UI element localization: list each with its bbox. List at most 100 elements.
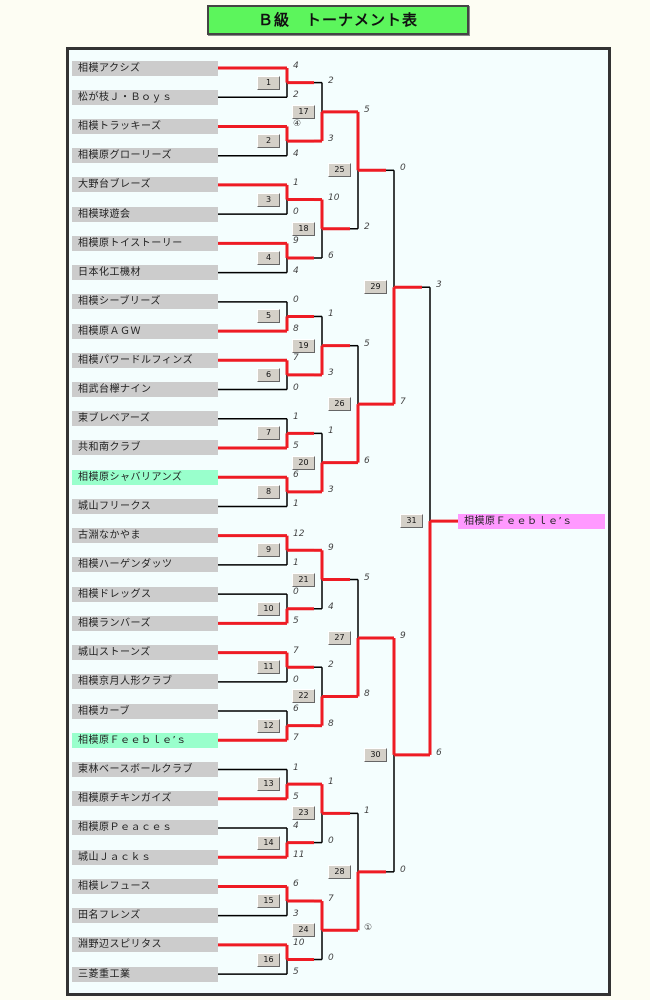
match-number-button[interactable]: 24 [292,923,315,938]
match-number-button[interactable]: 9 [257,543,280,558]
score: 0 [400,864,406,875]
match-number-button[interactable]: 1 [257,75,280,90]
match-number-button[interactable]: 16 [257,952,280,967]
match-number-button[interactable]: 11 [257,660,280,675]
match-number-button[interactable]: 6 [257,367,280,382]
score: 7 [328,894,334,905]
score: 0 [328,952,334,963]
match-number-button[interactable]: 15 [257,894,280,909]
champion-label: 相模原Ｆｅｅｂｌｅ’ｓ [458,513,605,529]
score: 12 [293,528,305,539]
score: 5 [364,572,370,583]
score: 5 [364,104,370,115]
team-label: 大野台ブレーズ [72,177,218,193]
match-number-button[interactable]: 27 [328,630,351,645]
team-label: 相模原Ｆｅｅｂｌｅ’ｓ [72,732,218,748]
match-number-button[interactable]: 30 [364,747,387,762]
team-label: 城山フリークス [72,498,218,514]
team-label: 相模トラッキーズ [72,118,218,134]
score: 5 [293,791,299,802]
score: 6 [293,879,299,890]
score: 6 [293,704,299,715]
match-number-button[interactable]: 2 [257,134,280,149]
team-label: 相模シーブリーズ [72,294,218,310]
match-number-button[interactable]: 23 [292,806,315,821]
team-label: 相模ドレッグス [72,586,218,602]
score: 1 [293,177,299,188]
match-number-button[interactable]: 28 [328,864,351,879]
score: 5 [293,967,299,978]
score: 5 [293,440,299,451]
team-label: 相模カーブ [72,703,218,719]
team-label: 東林ベースボールクラブ [72,762,218,778]
match-number-button[interactable]: 19 [292,338,315,353]
match-number-button[interactable]: 29 [364,280,387,295]
score: 0 [293,382,299,393]
score: 1 [293,499,299,510]
score: 0 [293,674,299,685]
team-label: 相模原グローリーズ [72,148,218,164]
score: 7 [293,645,299,656]
score: 2 [364,221,370,232]
match-number-button[interactable]: 21 [292,572,315,587]
match-number-button[interactable]: 22 [292,689,315,704]
match-number-button[interactable]: 20 [292,455,315,470]
team-label: 相模原ＡＧＷ [72,323,218,339]
team-label: 相模京月人形クラブ [72,674,218,690]
match-number-button[interactable]: 31 [400,514,423,529]
score: 2 [293,90,299,101]
match-number-button[interactable]: 13 [257,777,280,792]
team-label: 松が枝Ｊ・Ｂｏｙｓ [72,89,218,105]
team-label: 相模原Ｐｅａｃｅｓ [72,820,218,836]
team-label: 三菱重工業 [72,966,218,982]
team-label: 東ブレベアーズ [72,411,218,427]
score: 6 [293,470,299,481]
score: 10 [293,937,305,948]
score: 4 [293,148,299,159]
score: 3 [436,280,442,291]
team-label: 日本化工機材 [72,265,218,281]
match-number-button[interactable]: 10 [257,601,280,616]
score: 4 [293,61,299,71]
score: 9 [328,543,334,554]
score: 1 [328,777,334,788]
score: 2 [328,660,334,671]
score: 8 [293,324,299,335]
score: 3 [328,134,334,145]
match-number-button[interactable]: 17 [292,104,315,119]
score: 2 [328,75,334,86]
score: 6 [364,455,370,466]
team-label: 相武台欅ナイン [72,382,218,398]
team-label: 共和南クラブ [72,440,218,456]
match-number-button[interactable]: 4 [257,250,280,265]
match-number-button[interactable]: 5 [257,309,280,324]
team-label: 城山ストーンズ [72,645,218,661]
match-number-button[interactable]: 7 [257,426,280,441]
score: 1 [293,557,299,568]
score: 6 [328,250,334,261]
score: 4 [328,601,334,612]
score: 1 [364,806,370,817]
score: 0 [328,835,334,846]
score: 3 [293,908,299,919]
match-number-button[interactable]: 25 [328,163,351,178]
match-number-button[interactable]: 3 [257,192,280,207]
team-label: 相模ハーゲンダッツ [72,557,218,573]
score: 7 [293,353,299,364]
score: 7 [293,733,299,744]
team-label: 相模レフュース [72,878,218,894]
match-number-button[interactable]: 12 [257,718,280,733]
score: 10 [328,192,340,203]
match-number-button[interactable]: 8 [257,484,280,499]
score: 0 [293,207,299,218]
score: 9 [400,630,406,641]
score: ① [364,923,373,934]
match-number-button[interactable]: 14 [257,835,280,850]
team-label: 田名フレンズ [72,908,218,924]
score: 4 [293,820,299,831]
team-label: 相模パワードルフィンズ [72,352,218,368]
team-label: 相模原シャバリアンズ [72,469,218,485]
match-number-button[interactable]: 26 [328,397,351,412]
score: 7 [400,397,406,408]
match-number-button[interactable]: 18 [292,221,315,236]
